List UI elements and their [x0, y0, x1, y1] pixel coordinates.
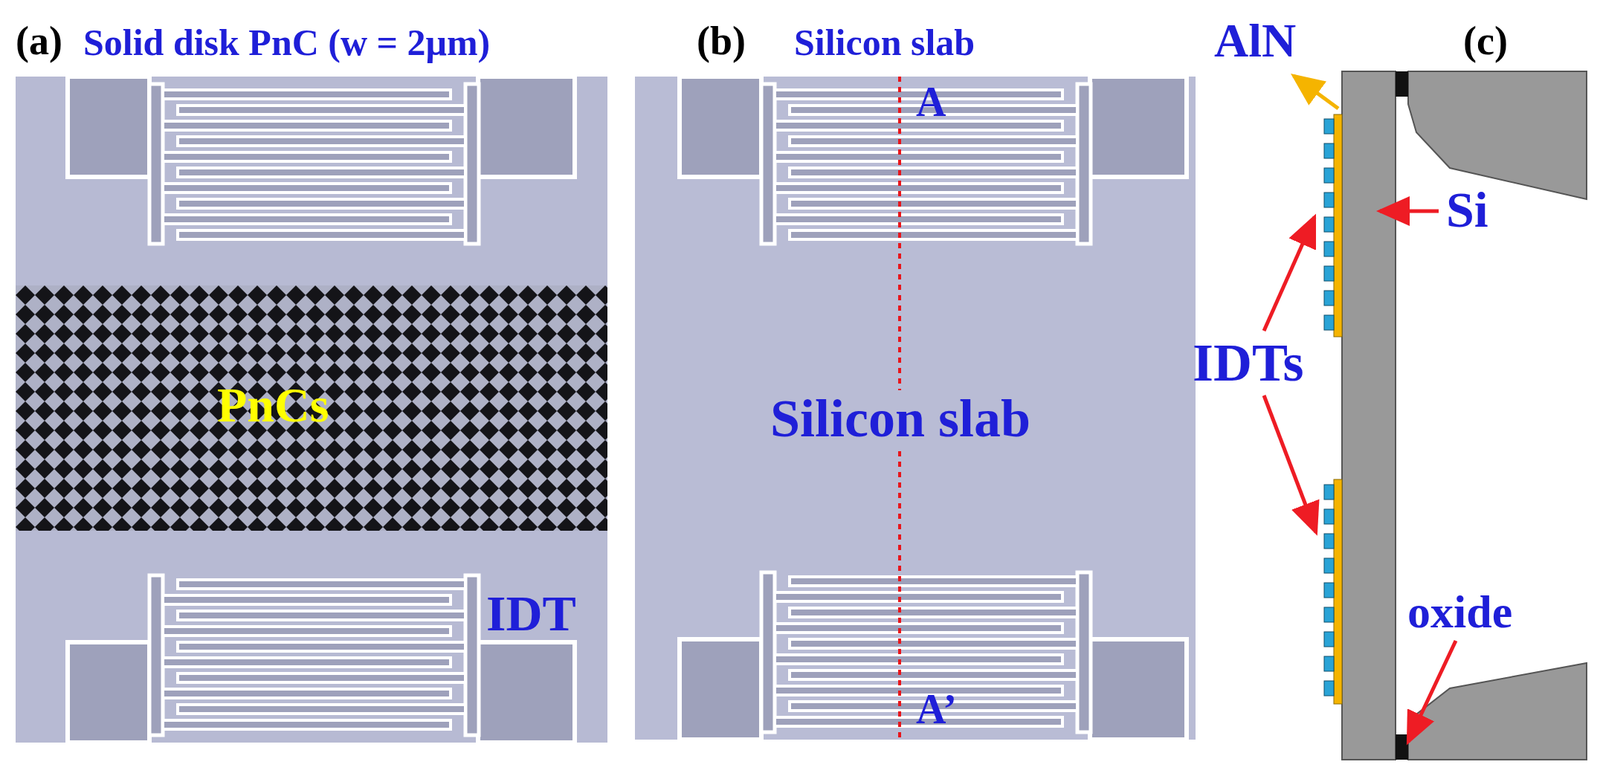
cross-section: [1263, 71, 1587, 760]
layer-label: oxide: [1407, 588, 1513, 635]
panel-tag: (c): [1463, 20, 1508, 61]
section-mark: A’: [915, 688, 957, 731]
layer-label: AlN: [1214, 17, 1296, 65]
panel-tag: (b): [696, 20, 746, 61]
photo-panel-b: [634, 76, 1196, 740]
region-label: PnCs: [217, 380, 329, 430]
part-label: IDT: [486, 588, 577, 639]
panel-title: Silicon slab: [794, 23, 975, 61]
region-label: Silicon slab: [765, 390, 1035, 447]
panel-title: Solid disk PnC (w = 2μm): [83, 23, 490, 61]
section-mark: A: [915, 81, 946, 123]
part-label: IDTs: [1192, 336, 1304, 390]
layer-label: Si: [1446, 184, 1489, 235]
panel-tag: (a): [15, 20, 63, 61]
photo-panel-a: [15, 76, 608, 743]
